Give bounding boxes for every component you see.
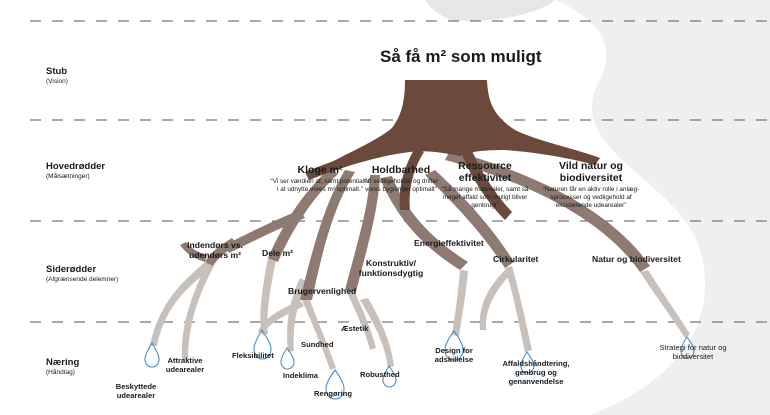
subtopic-sharing: Dele m² [262,248,294,258]
level-side-roots: Siderødder (Afgrænsende delemner) [46,264,118,283]
goal-quote: “Vi vedligeholder og drifter vores bygni… [363,178,439,193]
lever-robustness: Robusthed [360,370,400,379]
goal-title: Kloge m² [297,164,343,176]
lever-health: Sundhed [301,340,334,349]
goal-quote: “Vi ser værdien af, samt potentialet i a… [270,178,370,193]
goal-durability: Holdbarhed “Vi vedligeholder og drifter … [362,164,440,194]
drop-icon [280,347,295,370]
lever-aesthetics: Æstetik [341,324,369,333]
subtopic-user-friendly: Brugervenlighed [288,286,357,296]
lever-cleaning: Rengøring [314,389,352,398]
drop-icon [520,351,535,374]
lever-nature-strategy: Strategi for natur og biodiversitet [659,343,727,361]
level-subtitle: (Vision) [46,78,68,85]
lever-protected-outdoor: Beskyttede udearealer [115,382,157,400]
lever-design-for-disassembly: Design for adskillelse [434,346,474,364]
goal-resource-efficiency: Ressource effektivitet “Så mange materia… [438,160,532,210]
goal-title: Holdbarhed [371,164,431,176]
level-title: Hovedrødder [46,161,106,172]
level-separators [30,20,770,323]
goal-smart-m2: Kloge m² “Vi ser værdien af, samt potent… [270,164,370,194]
lever-flexibility: Fleksibilitet [232,351,274,360]
goal-title: Vild natur og biodiversitet [559,160,623,184]
level-stub: Stub (Vision) [46,66,68,85]
background-top-shape [425,0,555,21]
goal-title: Ressource effektivitet [458,160,512,184]
vision-title: Så få m² som muligt [380,47,542,66]
background-s-shape [555,0,770,415]
subtopic-circularity: Cirkularitet [493,254,539,264]
trunk-and-main-roots [305,80,600,220]
light-roots [150,258,690,370]
goal-quote: “Så mange materialer, samt så meget affa… [441,186,529,209]
drop-icon [325,369,345,400]
water-drops [144,328,695,400]
drop-icon [382,365,397,388]
level-title: Siderødder [46,264,97,275]
level-title: Stub [46,66,68,77]
drop-icon [253,328,272,360]
level-subtitle: (Håndtag) [46,369,75,376]
goal-wild-nature: Vild natur og biodiversitet “Naturen får… [535,160,647,210]
level-subtitle: (Afgrænsende delemner) [46,276,119,283]
goal-quote: “Naturen får en aktiv rolle i anlæg-spro… [542,186,640,209]
subtopic-energy: Energieffektivitet [414,238,484,248]
subtopic-indoor-outdoor: Indendørs vs. udendørs m² [187,240,243,260]
lever-attractive-outdoor: Attraktive udearealer [165,356,205,374]
drop-icon [144,341,160,368]
drop-icon [680,336,695,359]
level-nutrition: Næring (Håndtag) [46,357,79,376]
lever-indoor-climate: Indeklima [283,371,319,380]
lever-waste-handling: Affaldshåndtering, genbrug og genanvende… [502,359,570,386]
subtopic-nature: Natur og biodiversitet [592,254,681,264]
drop-icon [444,330,464,361]
level-title: Næring [46,357,80,368]
level-main-roots: Hovedrødder (Målsætninger) [46,161,105,180]
subtopic-construction: Konstruktiv/ funktionsdygtig [358,258,424,278]
level-subtitle: (Målsætninger) [46,173,90,180]
